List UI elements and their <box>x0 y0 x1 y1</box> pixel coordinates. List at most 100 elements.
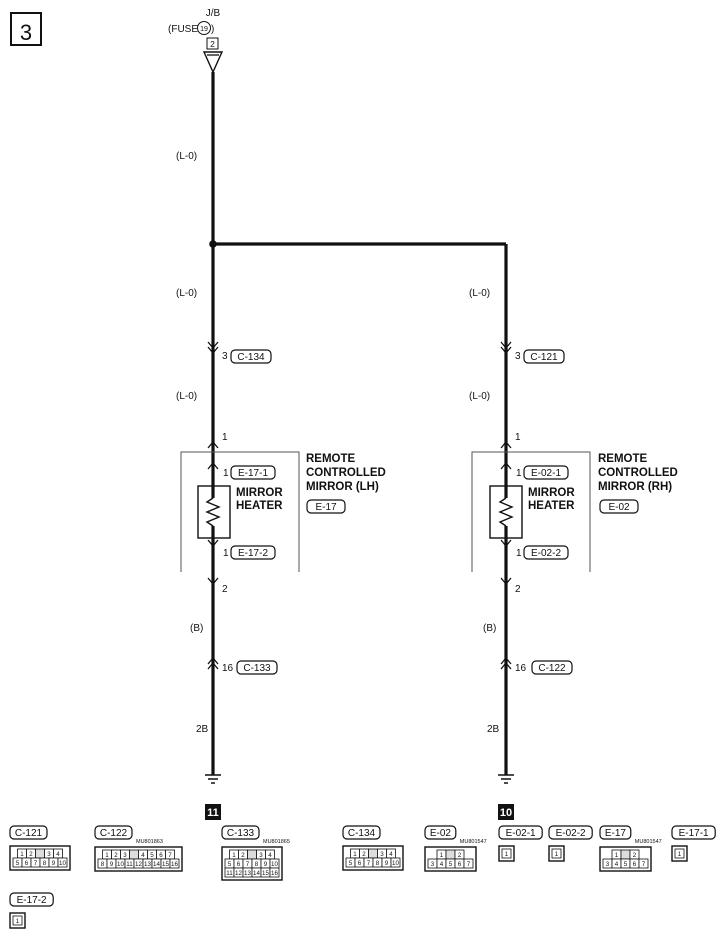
left-component-conn: E-17 <box>315 502 337 513</box>
connector-pin-cell <box>57 857 68 868</box>
right-component-conn: E-02 <box>608 502 630 513</box>
connector-pin-number: 5 <box>449 861 453 868</box>
connector-pin-number: 4 <box>268 852 272 859</box>
connector-pin-number: 4 <box>389 851 393 858</box>
connector-pin-number: 2 <box>114 852 118 859</box>
right-pin-top: 1 <box>515 432 521 443</box>
junction-block-label: J/B <box>206 8 221 19</box>
right-wire-a: (L-0) <box>469 288 490 299</box>
connector-pin-number: 1 <box>105 852 109 859</box>
left-connector-mark-icon <box>207 341 219 355</box>
right-heater-label-1: MIRROR <box>528 487 575 499</box>
fuse-number: 19 <box>200 26 208 33</box>
wire-color-main: (L-0) <box>176 151 197 162</box>
connector-pin-number: 9 <box>385 860 389 867</box>
right-heater-conn-bot: E-02-2 <box>531 548 561 559</box>
right-conn-badge <box>523 349 565 364</box>
left-heater-conn-top: E-17-1 <box>238 468 268 479</box>
right-heater-connector-top-icon <box>500 461 512 470</box>
right-component-name-1: REMOTE <box>598 453 648 465</box>
left-pin-top: 1 <box>222 432 228 443</box>
right-heater-connector-bottom-icon <box>500 539 512 548</box>
left-component-conn-badge <box>306 499 346 514</box>
connector-pin-cell <box>368 848 378 859</box>
connector-pin-number: 13 <box>244 870 251 877</box>
connector-pin-number: 4 <box>615 861 619 868</box>
connector-label: E-02 <box>430 828 452 839</box>
connector-pin-number: 3 <box>380 851 384 858</box>
right-wire-c: (B) <box>483 623 496 634</box>
right-component-name-2: CONTROLLED <box>598 467 678 479</box>
connector-pin-number: 2 <box>241 852 245 859</box>
left-heater-label-2: HEATER <box>236 500 283 512</box>
left-component-name-3: MIRROR (LH) <box>306 481 379 493</box>
right-connector-mark-icon <box>500 341 512 355</box>
connector-pin-number: 9 <box>264 861 268 868</box>
connector-pin-number: 10 <box>392 860 399 867</box>
left-component-mark-top-icon <box>207 440 219 449</box>
connector-pin-number: 6 <box>237 861 241 868</box>
connector-pin-cell <box>551 848 562 859</box>
connector-pin-number: 7 <box>168 852 172 859</box>
left-heater-conn-top-badge <box>230 465 276 480</box>
connector-pin-number: 1 <box>678 851 682 858</box>
connector-pin-cell <box>12 915 23 926</box>
left-component-outline <box>180 451 300 572</box>
left-component-mark-bottom-icon <box>207 577 219 586</box>
connector-pin-number: 3 <box>47 851 51 858</box>
left-ground-number: 11 <box>207 807 219 819</box>
left-ground-badge <box>205 804 221 820</box>
connector-pin-cell <box>463 858 474 869</box>
left-heater-connector-bottom-icon <box>207 539 219 548</box>
connector-label: C-133 <box>227 828 255 839</box>
connector-label-badge <box>548 825 593 840</box>
connector-label: C-121 <box>15 828 43 839</box>
right-component-mark-bottom-icon <box>500 577 512 586</box>
connector-pin-number: 4 <box>56 851 60 858</box>
connector-pin-number: 15 <box>262 870 269 877</box>
fuse-label: (FUSE <box>168 24 198 35</box>
left-wire-d: 2B <box>196 724 209 735</box>
connector-pin-number: 1 <box>615 852 619 859</box>
connector-view-e-17-1: E-17-11 <box>671 825 716 862</box>
connector-label: C-122 <box>100 828 128 839</box>
left-component-name-1: REMOTE <box>306 453 356 465</box>
connector-label-badge <box>342 825 381 840</box>
connector-pin-number: 2 <box>633 852 637 859</box>
connector-part-number: MU801865 <box>263 839 290 845</box>
connector-pin-number: 1 <box>440 852 444 859</box>
right-heater-pin-bot: 1 <box>516 548 522 559</box>
right-component-outline <box>471 451 591 572</box>
connector-pin-number: 7 <box>34 860 38 867</box>
connector-pin-cell <box>445 849 456 860</box>
connector-pin-number: 6 <box>633 861 637 868</box>
connector-pin-cell <box>674 848 685 859</box>
connector-pin-number: 14 <box>153 861 160 868</box>
page-number: 3 <box>20 20 32 45</box>
right-heater-conn-top-badge <box>523 465 569 480</box>
connector-pin-number: 1 <box>16 918 20 925</box>
source-pin-box <box>206 37 219 50</box>
connector-pin-cell <box>169 858 180 869</box>
connector-label-badge <box>424 825 457 840</box>
left-conn-badge <box>230 349 272 364</box>
connector-pin-number: 3 <box>431 861 435 868</box>
connector-pin-number: 14 <box>253 870 260 877</box>
connector-pin-number: 7 <box>642 861 646 868</box>
connector-pin-cell <box>620 849 631 860</box>
fuse-number-circle <box>197 21 211 35</box>
connector-view-e-02-1: E-02-11 <box>498 825 543 862</box>
left-wire-b: (L-0) <box>176 391 197 402</box>
connector-label-badge <box>9 825 48 840</box>
connector-pin-number: 6 <box>358 860 362 867</box>
connector-label: E-02-2 <box>556 828 586 839</box>
connector-pin-number: 1 <box>353 851 357 858</box>
connector-pin-number: 8 <box>376 860 380 867</box>
connector-pin-number: 3 <box>123 852 127 859</box>
connector-pin-number: 13 <box>144 861 151 868</box>
connector-pin-number: 5 <box>228 861 232 868</box>
connector-part-number: MU801547 <box>635 839 662 845</box>
